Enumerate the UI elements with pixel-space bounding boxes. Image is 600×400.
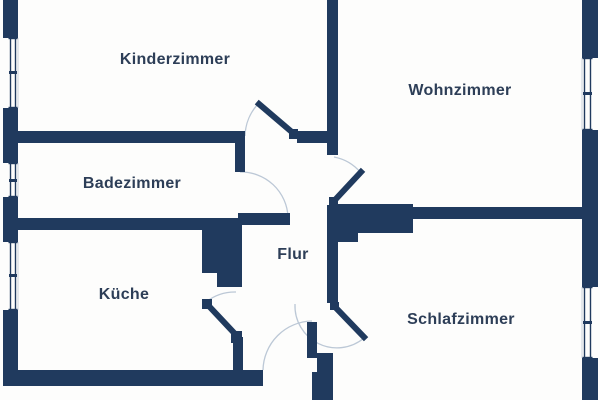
wall-segment xyxy=(338,233,358,242)
window-end-cap xyxy=(8,241,18,244)
window-end-cap xyxy=(582,356,593,359)
door-swing-arc xyxy=(244,102,260,137)
door-leaf xyxy=(238,213,290,225)
wall-segment xyxy=(18,131,245,143)
wall-segment xyxy=(3,108,18,163)
door-swing-arc xyxy=(262,320,313,371)
door-hinge xyxy=(329,197,338,205)
door-leaf xyxy=(202,299,242,341)
door-hinge xyxy=(202,299,212,309)
wall-segment xyxy=(3,197,18,242)
room-label-kinderzimmer: Kinderzimmer xyxy=(119,51,231,68)
wall-segment xyxy=(3,0,18,38)
wall-segment xyxy=(327,205,338,303)
door-hinge xyxy=(330,302,339,310)
window-end-cap xyxy=(582,128,593,131)
window-mid-bar xyxy=(9,179,17,182)
window-mid-bar xyxy=(9,71,17,74)
wall-segment xyxy=(312,372,333,400)
door-leaf xyxy=(329,167,366,206)
window-end-cap xyxy=(8,195,18,198)
window-end-cap xyxy=(582,57,593,60)
door-hinge xyxy=(289,129,298,139)
wall-segment xyxy=(582,130,598,287)
wall-segment xyxy=(317,353,333,372)
wall-segment xyxy=(217,273,242,287)
room-label-schlafzimmer: Schlafzimmer xyxy=(407,311,515,328)
door-swing-arc xyxy=(239,171,289,218)
door-leaf xyxy=(307,322,317,358)
room-label-wohnzimmer: Wohnzimmer xyxy=(408,82,512,99)
wall-segment xyxy=(327,0,338,155)
wall-segment xyxy=(297,131,338,143)
room-label-badezimmer: Badezimmer xyxy=(82,175,182,192)
window-end-cap xyxy=(582,286,593,289)
wall-segment xyxy=(235,133,245,172)
door-swing-arc xyxy=(294,303,365,349)
window-mid-bar xyxy=(583,92,592,95)
door-hinge xyxy=(231,331,242,343)
door-leaf xyxy=(254,99,298,138)
window-mid-bar xyxy=(583,321,592,324)
wall-segment xyxy=(3,370,263,386)
window-end-cap xyxy=(8,162,18,165)
window-end-cap xyxy=(8,106,18,109)
door-swing-arc xyxy=(333,156,362,174)
room-label-kueche: Küche xyxy=(98,286,150,303)
wall-segment xyxy=(582,0,598,58)
wall-segment xyxy=(3,310,18,372)
room-label-flur: Flur xyxy=(277,246,309,263)
wall-segment xyxy=(413,207,582,219)
wall-segment xyxy=(582,358,598,400)
wall-segment xyxy=(18,218,242,230)
wall-segment xyxy=(233,337,243,370)
wall-segment xyxy=(338,204,413,233)
window-mid-bar xyxy=(9,274,17,277)
window-end-cap xyxy=(8,37,18,40)
wall-segment xyxy=(202,230,242,273)
door-leaf xyxy=(331,303,369,342)
window-end-cap xyxy=(8,308,18,311)
